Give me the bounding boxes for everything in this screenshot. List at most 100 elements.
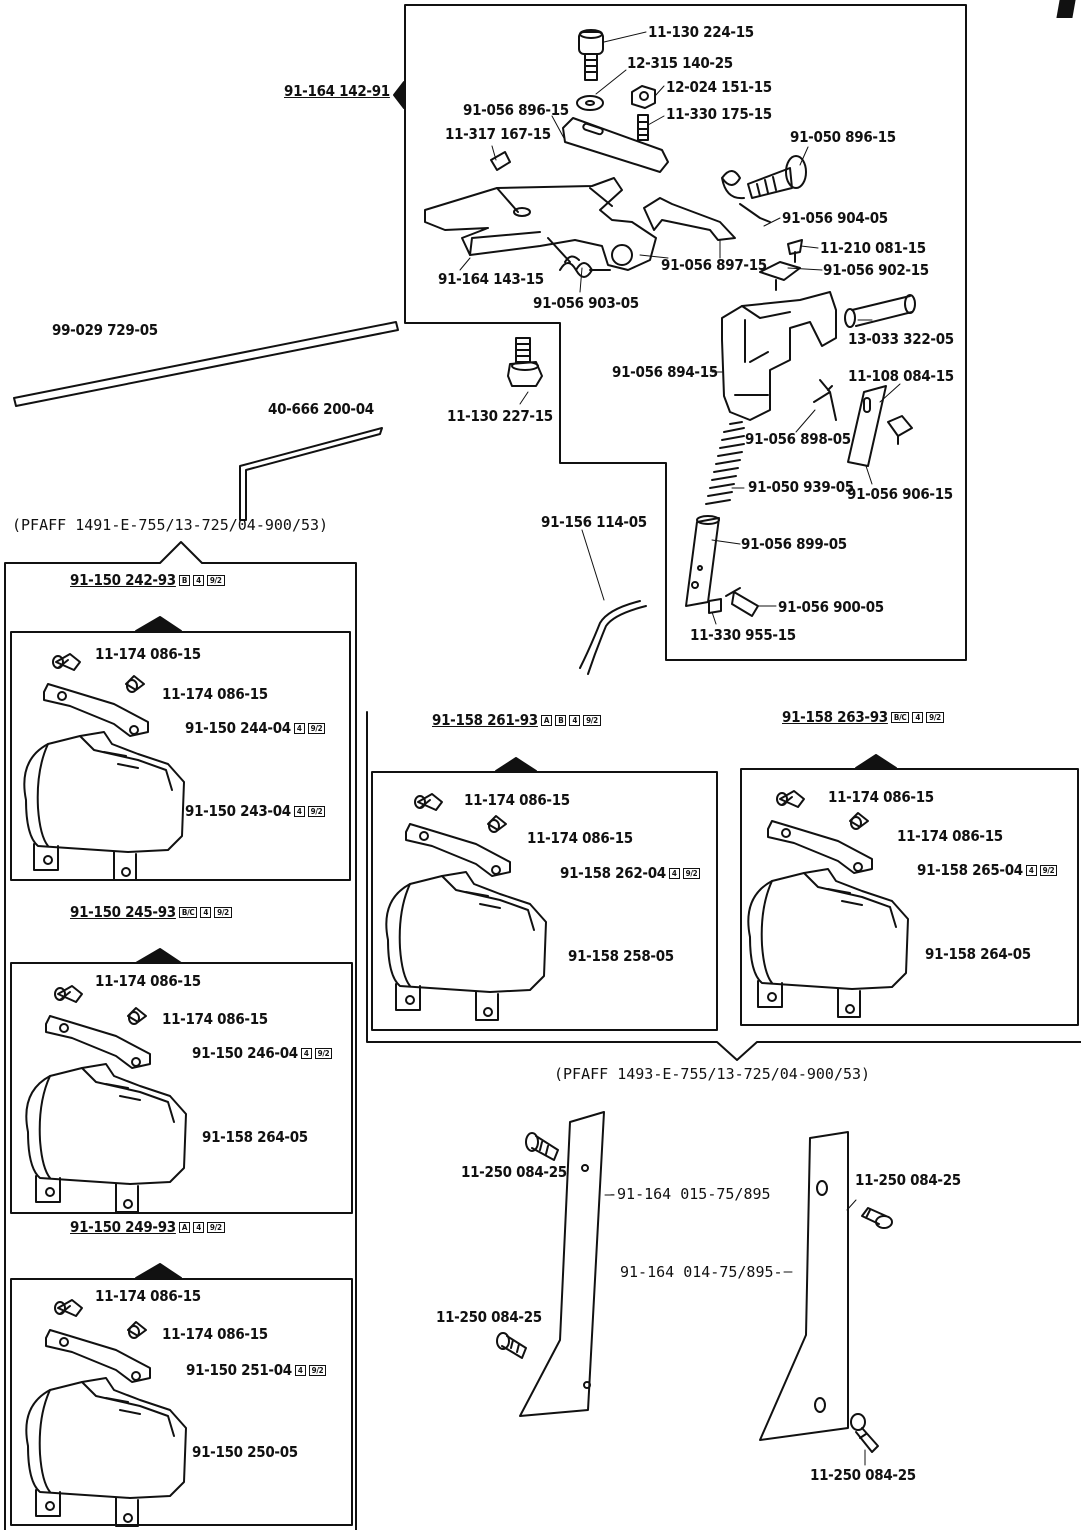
torsion-spring-icon	[547, 237, 611, 278]
part-91-056-896-15: 91-056 896-15	[463, 101, 569, 119]
guide-screw-bl-label: 11-250 084-25	[436, 1308, 542, 1326]
guide-left-icon	[519, 1111, 605, 1417]
left-assembly-3-text: 91-150 249-93	[70, 1218, 176, 1236]
code-badge: 4	[668, 868, 680, 879]
left-screw-b-1: 11-174 086-15	[162, 687, 268, 702]
coil-spring-icon	[721, 170, 771, 223]
code-badge: 4	[193, 575, 204, 586]
part-99-029-729-05: 99-029 729-05	[52, 321, 158, 339]
mid-assembly-1-text: 91-158 261-93	[432, 711, 538, 729]
mid-screw-a-2-text: 11-174 086-15	[828, 788, 934, 806]
code-badge: 9/2	[206, 575, 225, 586]
code-badge: 9/2	[206, 1222, 225, 1233]
part-11-330-175-15: 11-330 175-15	[666, 105, 772, 123]
mid-body-2: 91-158 264-05	[925, 947, 1031, 962]
presser-foot-icon	[385, 793, 547, 1021]
clip-icon	[759, 261, 801, 291]
top-assembly-number: 91-164 142-91	[284, 82, 390, 100]
left-box-3	[10, 1278, 353, 1526]
left-body-2-text: 91-158 264-05	[202, 1128, 308, 1146]
left-plate-1-text: 91-150 244-04	[185, 719, 291, 737]
code-badge: 9/2	[314, 1048, 333, 1059]
part-11-130-227-15: 11-130 227-15	[447, 407, 553, 425]
part-11-130-224-15: 11-130 224-15	[648, 23, 754, 41]
left-screw-a-3-text: 11-174 086-15	[95, 1287, 201, 1305]
pfaff-1493-caption: (PFAFF 1493-E-755/13-725/04-900/53)	[554, 1065, 871, 1083]
lever-plate-icon	[562, 117, 669, 173]
left-screw-a-1-text: 11-174 086-15	[95, 645, 201, 663]
code-badge: 4	[193, 1222, 204, 1233]
wire-icon	[579, 600, 647, 675]
presser-foot-icon	[23, 653, 185, 881]
nut-icon	[631, 85, 656, 109]
code-badge: 4	[1025, 865, 1037, 876]
left-assembly-1-text: 91-150 242-93	[70, 571, 176, 589]
code-badge: 9/2	[682, 868, 701, 879]
mid-screw-a-2: 11-174 086-15	[828, 790, 934, 805]
part-91-056-894-15: 91-056 894-15	[612, 363, 718, 381]
presser-foot-icon	[25, 985, 187, 1213]
part-91-056-900-05: 91-056 900-05	[778, 598, 884, 616]
mid-box-2	[740, 768, 1079, 1026]
guide-left-label: -91-164 015-75/895	[608, 1185, 771, 1203]
left-screw-a-3: 11-174 086-15	[95, 1289, 201, 1304]
washer-icon	[576, 95, 604, 111]
code-badge: A	[540, 715, 553, 726]
tube-icon	[685, 517, 720, 607]
left-screw-b-1-text: 11-174 086-15	[162, 685, 268, 703]
guide-screw-br-icon	[850, 1413, 879, 1453]
code-badge: 4	[293, 723, 305, 734]
pin-icon	[851, 295, 913, 327]
compression-spring-icon	[705, 421, 745, 505]
guide-screw-br-label: 11-250 084-25	[810, 1466, 916, 1484]
code-badge: 4	[200, 907, 212, 918]
mid-screw-a-1: 11-174 086-15	[464, 793, 570, 808]
code-badge: B/C	[178, 907, 198, 918]
part-91-056-903-05: 91-056 903-05	[533, 294, 639, 312]
left-box-1	[10, 631, 351, 881]
mid-plate-1-text: 91-158 262-04	[560, 864, 666, 882]
guide-screw-bl-icon	[496, 1332, 527, 1359]
left-screw-b-3: 11-174 086-15	[162, 1327, 268, 1342]
left-box-2	[10, 962, 353, 1214]
code-badge: 4	[293, 806, 305, 817]
part-91-056-897-15: 91-056 897-15	[661, 256, 767, 274]
mid-body-1: 91-158 258-05	[568, 949, 674, 964]
mid-screw-b-2-text: 11-174 086-15	[897, 827, 1003, 845]
mid-plate-2-text: 91-158 265-04	[917, 861, 1023, 879]
part-13-033-322-05: 13-033 322-05	[848, 330, 954, 348]
guide-screw-tl-icon	[525, 1132, 559, 1161]
link-lever-icon	[643, 197, 736, 241]
part-91-056-902-15: 91-056 902-15	[823, 261, 929, 279]
presser-foot-icon	[25, 1299, 187, 1527]
mid-screw-b-1-text: 11-174 086-15	[527, 829, 633, 847]
guide-screw-tl-label: 11-250 084-25	[461, 1163, 567, 1181]
left-screw-a-2: 11-174 086-15	[95, 974, 201, 989]
presser-housing-icon	[721, 291, 837, 421]
l-pin-icon	[813, 379, 837, 421]
code-badge: 4	[294, 1365, 306, 1376]
mid-screw-b-1: 11-174 086-15	[527, 831, 633, 846]
left-body-2: 91-158 264-05	[202, 1130, 308, 1145]
part-91-056-904-05: 91-056 904-05	[782, 209, 888, 227]
left-assembly-2-text: 91-150 245-93	[70, 903, 176, 921]
pivot-pin-icon	[725, 587, 759, 617]
code-badge: B	[178, 575, 191, 586]
part-11-210-081-15: 11-210 081-15	[820, 239, 926, 257]
code-badge: 9/2	[307, 723, 326, 734]
left-plate-3-text: 91-150 251-04	[186, 1361, 292, 1379]
code-badge: B	[555, 715, 567, 726]
mid-body-2-text: 91-158 264-05	[925, 945, 1031, 963]
part-11-330-955-15: 11-330 955-15	[690, 626, 796, 644]
mid-body-1-text: 91-158 258-05	[568, 947, 674, 965]
part-11-108-084-15: 11-108 084-15	[848, 367, 954, 385]
mid-assembly-2-text: 91-158 263-93	[782, 708, 888, 726]
